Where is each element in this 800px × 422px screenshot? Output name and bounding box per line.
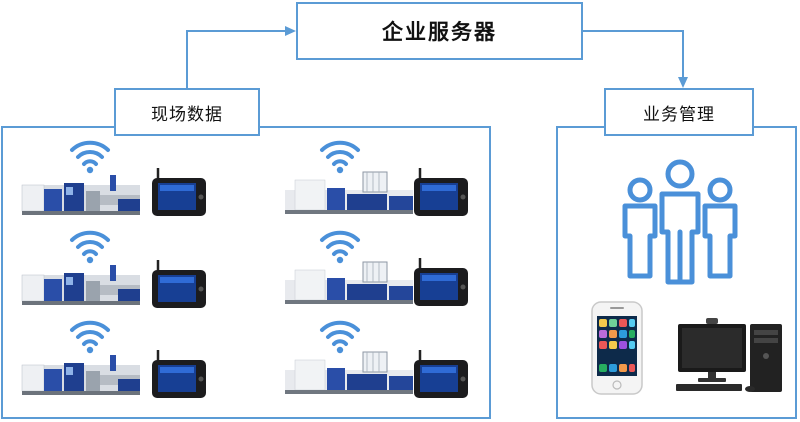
enterprise-server-box: 企业服务器 — [296, 2, 583, 60]
smartphone — [591, 301, 643, 395]
users-icon — [622, 159, 738, 285]
desktop-computer — [676, 318, 782, 392]
business-management-box: 业务管理 — [604, 88, 754, 136]
arrow-server-to-business — [583, 30, 684, 78]
site-data-box: 现场数据 — [114, 88, 260, 136]
arrow-site-to-server — [186, 30, 286, 88]
arrowhead-right-icon — [285, 26, 296, 36]
arrowhead-down-icon — [678, 77, 688, 88]
